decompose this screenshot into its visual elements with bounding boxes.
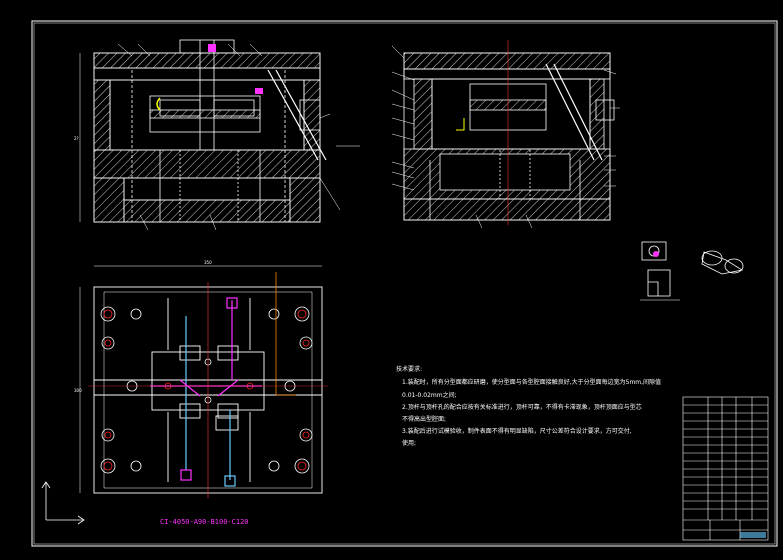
side-view-leaders [391,45,620,229]
title-block-highlight [740,532,766,538]
ucs-icon [41,481,85,525]
gate-highlight [156,97,161,111]
height-dim-text: 2? [74,136,79,141]
side-gate-highlight [456,118,465,131]
mold-code-label: CI-4050-A90-B100-C120 [160,518,249,526]
drawing-border [31,20,778,547]
plan-view-cooling [150,297,262,487]
plan-height-dim-text: 300 [74,388,82,393]
notes-line-4: 不得高出型腔面; [402,416,447,423]
front-section-view [93,39,327,223]
part-view-iso [701,250,744,275]
side-section-view [403,52,615,221]
part-view-front [640,241,680,301]
notes-line-5: 3.装配后进行试模验收，制件表面不得有明显缺陷，尺寸公差符合设计要求，方可交付, [402,428,632,435]
front-view-leaders [117,43,360,231]
notes-heading: 技术要求: [396,366,423,373]
notes-line-3: 2.顶杆与顶杆孔的配合应按有关标准进行，顶杆可靠，不得有卡滞现象，顶杆顶面应与型… [402,404,642,411]
notes-line-2: 0.01-0.02mm之间; [402,392,457,399]
plan-width-dim-text: 350 [204,260,212,265]
drawing-inner-border [33,22,776,545]
title-block [682,396,769,541]
notes-line-6: 使用; [402,440,417,447]
sprue-marker [208,44,216,52]
part-marker [653,251,659,257]
slider-marker [255,88,263,94]
plan-orange-leader [275,272,296,396]
notes-line-1: 1.装配时，所有分型面都应研磨，使分型面与各型腔面接触良好,大于分型面每边宽为5… [402,379,662,386]
plan-view-holes [100,306,313,474]
